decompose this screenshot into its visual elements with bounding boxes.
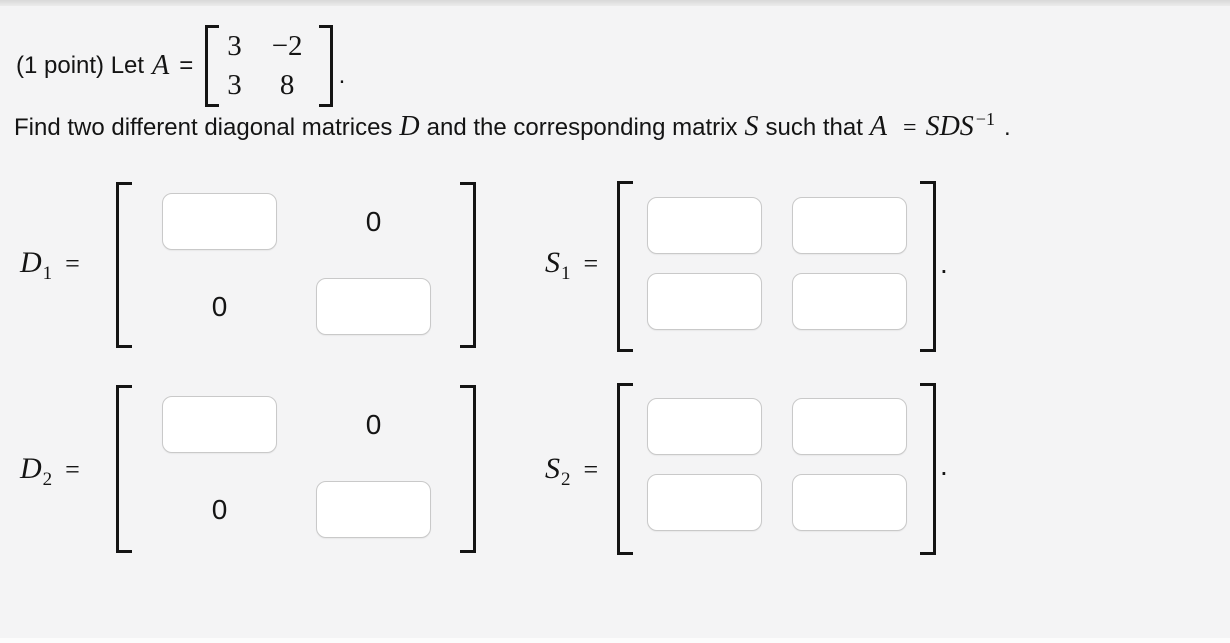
inverse-exponent: −1 (975, 109, 995, 129)
s2-letter: S (545, 452, 560, 485)
s2-subscript: 2 (561, 469, 571, 490)
problem-statement-line: (1 point) Let A = 3 −2 3 8 . (16, 24, 345, 108)
d1-zero-r2c1: 0 (211, 290, 228, 322)
d1-input-r2c2[interactable] (316, 278, 431, 335)
s1-input-r2c1[interactable] (647, 273, 762, 330)
d2-left-bracket (116, 385, 132, 553)
d1-label: D 1 = (20, 246, 80, 284)
d1-matrix: 0 0 (162, 193, 431, 335)
d2-label: D 2 = (20, 452, 80, 490)
expression-sds: SDS (925, 111, 974, 142)
instruction-line: Find two different diagonal matrices D a… (14, 109, 1011, 143)
d2-zero-r2c1: 0 (211, 493, 228, 525)
s2-input-r2c1[interactable] (647, 474, 762, 531)
instruction-period: . (1003, 114, 1011, 141)
s2-matrix (647, 398, 907, 531)
d1-input-r1c1[interactable] (162, 193, 277, 250)
matrix-a-entry-r1c2: −2 (271, 30, 303, 63)
sentence-period: . (338, 62, 346, 89)
d2-zero-r1c2: 0 (365, 408, 382, 440)
s2-period: . (940, 450, 948, 481)
d1-right-bracket (460, 182, 476, 348)
s1-input-r2c2[interactable] (792, 273, 907, 330)
d2-matrix: 0 0 (162, 396, 431, 538)
instruction-text-2: and the corresponding matrix (426, 114, 738, 141)
s1-matrix (647, 197, 907, 330)
variable-a: A (869, 111, 888, 142)
d2-input-r2c2[interactable] (316, 481, 431, 538)
matrix-a-entries: 3 −2 3 8 (219, 25, 318, 107)
equation-equals-sign: = (903, 115, 917, 141)
s2-right-bracket (920, 383, 936, 555)
d1-letter: D (20, 246, 42, 279)
matrix-a-entry-r1c1: 3 (227, 30, 242, 63)
s1-period: . (940, 248, 948, 279)
equals-sign: = (179, 52, 194, 79)
s1-label: S 1 = (545, 246, 599, 284)
d1-equals-sign: = (65, 249, 80, 278)
s1-input-r1c2[interactable] (792, 197, 907, 254)
s2-equals-sign: = (583, 455, 599, 484)
s1-left-bracket (617, 181, 633, 352)
matrix-a-right-bracket (318, 25, 333, 107)
s2-input-r1c1[interactable] (647, 398, 762, 455)
matrix-a-variable: A (152, 50, 170, 81)
s1-equals-sign: = (583, 249, 599, 278)
matrix-a: 3 −2 3 8 (205, 25, 333, 107)
d2-right-bracket (460, 385, 476, 553)
d2-equals-sign: = (65, 455, 80, 484)
bottom-border (0, 638, 1230, 643)
d2-letter: D (20, 452, 42, 485)
d1-zero-r1c2: 0 (365, 205, 382, 237)
instruction-text-3: such that (765, 114, 863, 141)
instruction-text-1: Find two different diagonal matrices (14, 114, 393, 141)
s2-left-bracket (617, 383, 633, 555)
matrix-a-entry-r2c1: 3 (227, 68, 242, 101)
variable-s: S (744, 111, 759, 142)
matrix-a-entry-r2c2: 8 (279, 68, 295, 101)
d1-subscript: 1 (42, 263, 53, 284)
d1-left-bracket (116, 182, 132, 348)
s1-letter: S (545, 246, 560, 279)
d2-subscript: 2 (42, 469, 53, 490)
s2-input-r1c2[interactable] (792, 398, 907, 455)
d2-input-r1c1[interactable] (162, 396, 277, 453)
matrix-a-left-bracket (205, 25, 220, 107)
s2-input-r2c2[interactable] (792, 474, 907, 531)
s1-right-bracket (920, 181, 936, 352)
top-border (0, 0, 1230, 6)
variable-d: D (399, 111, 420, 142)
s2-label: S 2 = (545, 452, 599, 490)
s1-subscript: 1 (561, 263, 571, 284)
points-and-let-label: (1 point) Let (16, 52, 145, 79)
s1-input-r1c1[interactable] (647, 197, 762, 254)
